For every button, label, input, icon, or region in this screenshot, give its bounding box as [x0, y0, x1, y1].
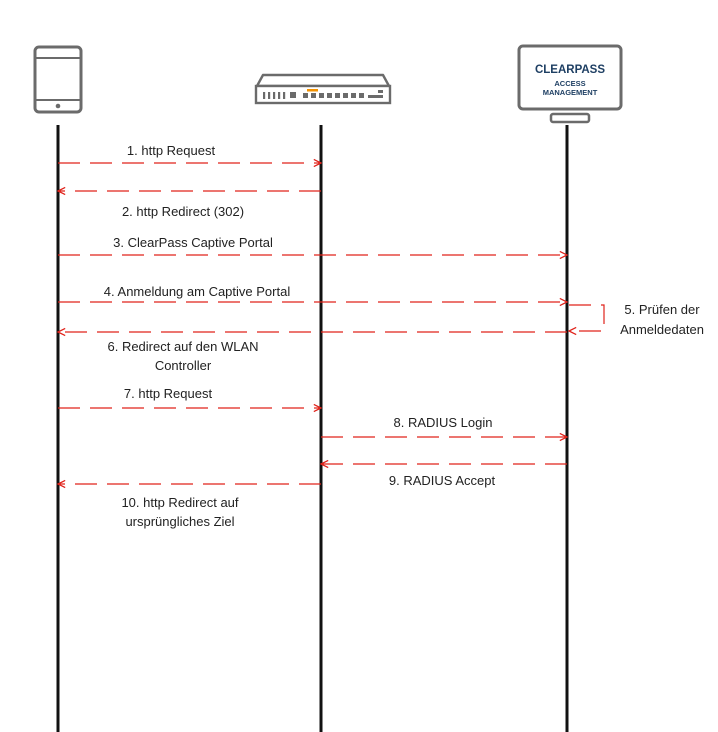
message-label-5-line2: Anmeldedaten [620, 322, 704, 337]
message-label-3: 3. ClearPass Captive Portal [113, 235, 273, 250]
message-label-10-line2: ursprüngliches Ziel [125, 514, 234, 529]
message-label-5-line1: 5. Prüfen der [624, 302, 700, 317]
clearpass-logo-title: CLEARPASS [535, 64, 605, 76]
tablet-icon [33, 45, 83, 114]
clearpass-logo-access: ACCESS [554, 79, 585, 88]
message-label-6-line1: 6. Redirect auf den WLAN [107, 339, 258, 354]
message-label-10-line1: 10. http Redirect auf [121, 495, 238, 510]
message-label-6-line2: Controller [155, 358, 212, 373]
message-label-1: 1. http Request [127, 143, 216, 158]
monitor-icon: CLEARPASS ACCESS MANAGEMENT [517, 44, 623, 124]
message-label-7: 7. http Request [124, 386, 213, 401]
message-label-8: 8. RADIUS Login [394, 415, 493, 430]
clearpass-logo-management: MANAGEMENT [543, 88, 598, 97]
message-label-2: 2. http Redirect (302) [122, 204, 244, 219]
message-label-4: 4. Anmeldung am Captive Portal [104, 284, 291, 299]
message-label-9: 9. RADIUS Accept [389, 473, 496, 488]
wlan-controller-icon [254, 73, 392, 105]
message-arrow-5-self [569, 304, 605, 331]
